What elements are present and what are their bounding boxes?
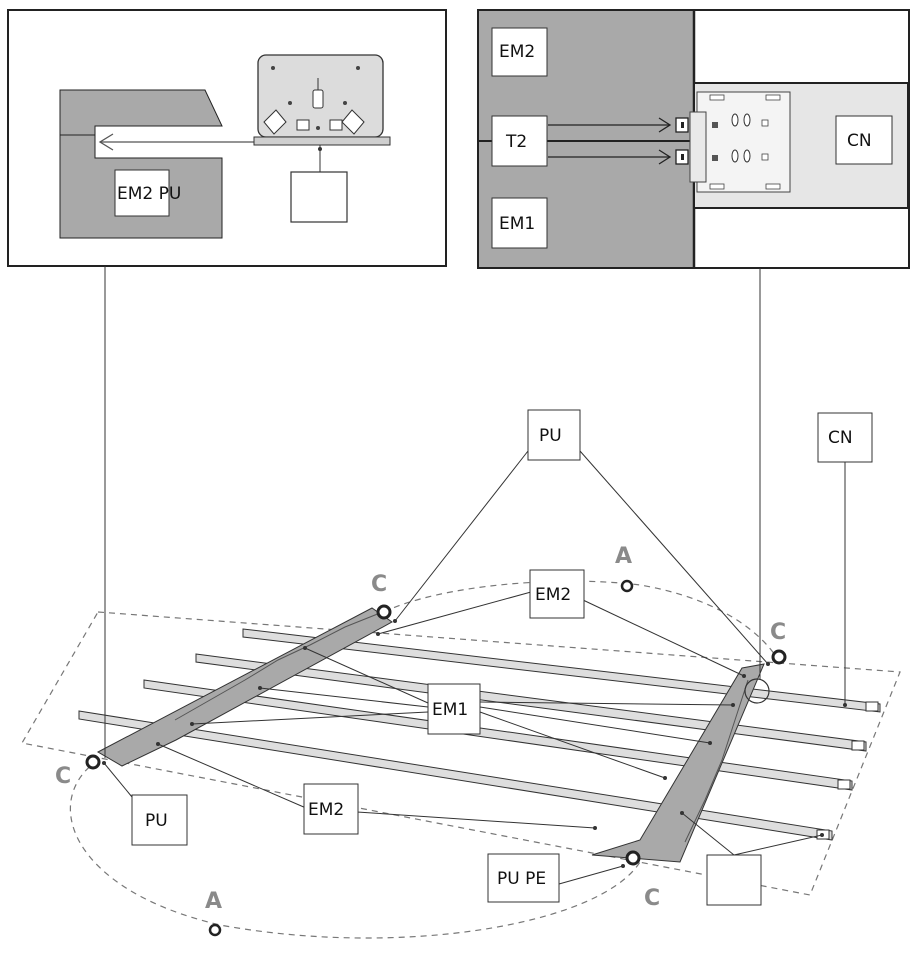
em2-pu-label: EM2 PU — [117, 184, 181, 204]
em1-main-label: EM1 — [432, 700, 468, 720]
rail-4 — [78, 710, 833, 841]
c-label-bottom-right: C — [644, 886, 660, 911]
boundary-dashed — [21, 611, 901, 896]
pu-top-label: PU — [539, 426, 562, 446]
c-label-bottom-left: C — [55, 764, 71, 789]
pu-bottom-left-label-box — [131, 794, 188, 846]
rail-1 — [242, 628, 881, 713]
a-points — [208, 579, 634, 937]
inset-left: EM2 PU — [7, 9, 447, 267]
em2-inset-label-box — [491, 27, 548, 77]
cn-inset-label-box — [835, 115, 893, 165]
cn-main-label: CN — [828, 428, 853, 448]
em1-inset-label-box — [491, 197, 548, 249]
em2-pu-label-box — [114, 169, 170, 217]
connector-block — [696, 91, 791, 193]
t2-label: T2 — [505, 132, 527, 152]
pu-bottom-left-label: PU — [145, 811, 168, 831]
c-label-top-right: C — [770, 620, 786, 645]
em1-main-label-box — [427, 683, 481, 735]
inset-right: EM2 T2 EM1 CN — [477, 9, 910, 269]
em1-inset-label: EM1 — [499, 214, 535, 234]
inset-left-arrow-head — [98, 133, 114, 151]
em2-inset-label: EM2 — [499, 42, 535, 62]
inset-left-empty-box — [290, 171, 348, 223]
callout-lines — [103, 266, 846, 885]
cn-inset-label: CN — [847, 131, 872, 151]
a-point-top — [620, 579, 634, 593]
rail-3 — [143, 679, 853, 791]
left-strip — [96, 607, 393, 767]
t2-label-box — [491, 115, 548, 167]
bottom-right-empty-box — [706, 854, 762, 906]
c-point-bottom-left — [85, 754, 101, 770]
c-point-top-right — [771, 649, 787, 665]
em2-top-label: EM2 — [535, 585, 571, 605]
c-label-top-left: C — [371, 572, 387, 597]
pu-top-label-box — [527, 409, 581, 461]
bracket-device — [253, 54, 391, 146]
a-label-bottom: A — [205, 889, 222, 914]
cn-main-label-box — [817, 412, 873, 463]
pu-pe-label-box — [487, 853, 560, 903]
c-point-bottom-right — [625, 850, 641, 866]
pu-pe-label: PU PE — [497, 869, 546, 889]
a-point-bottom — [208, 923, 222, 937]
em2-bottom-label: EM2 — [308, 800, 344, 820]
a-label-top: A — [615, 544, 632, 569]
junction-highlight — [744, 678, 770, 704]
floor-layout: C C C C A A — [21, 266, 901, 939]
c-points — [85, 604, 787, 866]
em2-top-label-box — [529, 569, 585, 619]
c-point-top-left — [376, 604, 392, 620]
bracket-base — [253, 136, 391, 146]
em2-bottom-label-box — [303, 783, 359, 835]
